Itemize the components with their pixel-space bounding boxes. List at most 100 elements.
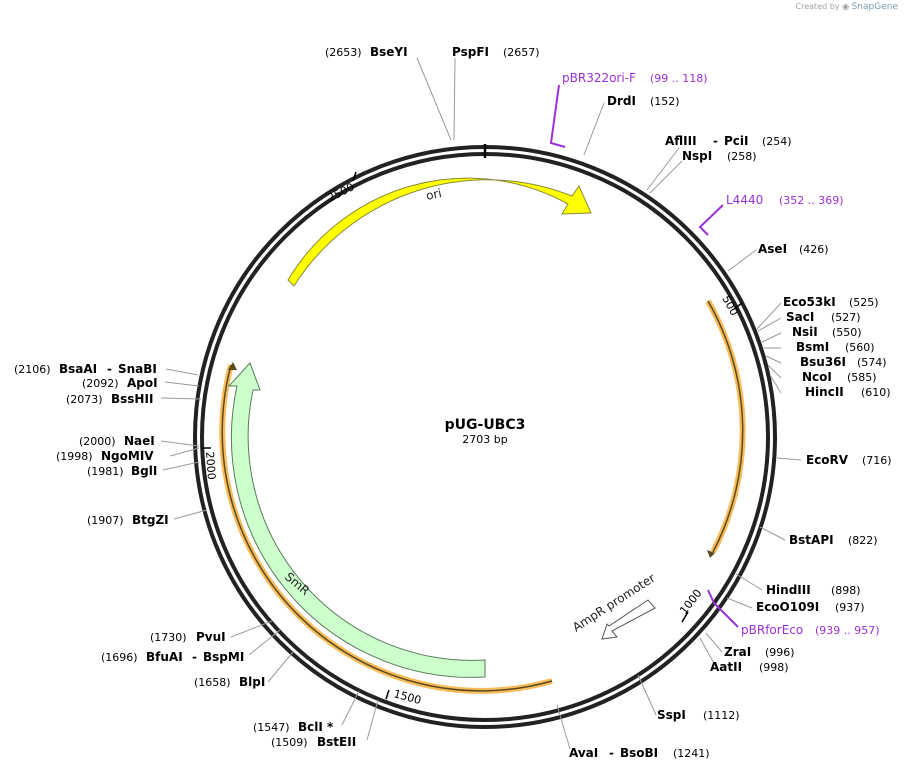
svg-text:ApoI: ApoI [127,376,158,390]
svg-text:(1696): (1696) [101,651,138,664]
svg-text:(585): (585) [847,371,877,384]
site-zrai: ZraI(996) [724,645,795,659]
svg-text:L4440: L4440 [726,193,763,207]
svg-text:(610): (610) [861,386,891,399]
svg-text:BspMI: BspMI [203,650,244,664]
svg-text:SacI: SacI [786,310,814,324]
svg-text:BtgZI: BtgZI [132,513,169,527]
svg-text:(2653): (2653) [325,46,362,59]
svg-text:-: - [713,134,718,148]
svg-text:(574): (574) [857,356,887,369]
svg-text:(99 .. 118): (99 .. 118) [650,72,708,85]
tick-2000: 2000 [203,451,218,480]
svg-text:(254): (254) [762,135,792,148]
svg-text:(1547): (1547) [253,721,290,734]
site-nspi: NspI(258) [682,149,757,163]
svg-text:(998): (998) [759,661,789,674]
site-btgzi: (1907) BtgZI [87,513,169,527]
site-bcli: (1547) BclI * [253,720,334,734]
snapgene-credit: Created by ◉ SnapGene [795,2,899,12]
site-blpi: (1658) BlpI [194,675,265,689]
svg-text:(560): (560) [845,341,875,354]
svg-text:AvaI: AvaI [569,746,598,760]
svg-text:(1998): (1998) [56,450,93,463]
svg-text:BsaAI: BsaAI [59,362,97,376]
orange-feature-left-head [228,362,237,370]
leader-lines [160,57,802,750]
svg-text:(898): (898) [831,584,861,597]
svg-text:(527): (527) [831,311,861,324]
svg-text:BclI *: BclI * [298,720,334,734]
svg-text:EcoO109I: EcoO109I [756,600,819,614]
svg-text:PvuI: PvuI [196,630,226,644]
site-bsu36i: Bsu36I (574) [800,355,887,369]
site-naei: (2000)NaeI [79,434,155,448]
svg-text:AatII: AatII [710,660,742,674]
svg-text:(1658): (1658) [194,676,231,689]
svg-text:(937): (937) [835,601,865,614]
site-bsshii: (2073)BssHII [66,392,153,406]
svg-text:HincII: HincII [805,385,844,399]
svg-text:(716): (716) [862,454,892,467]
svg-text:DrdI: DrdI [607,94,636,108]
svg-text:HindIII: HindIII [766,583,811,597]
site-saci: SacI (527) [786,310,861,324]
svg-text:(1112): (1112) [703,709,740,722]
site-ncoi: NcoI (585) [802,370,877,384]
primer-pbr322ori-f: pBR322ori-F (99 .. 118) [549,71,708,148]
svg-text:PspFI: PspFI [452,45,489,59]
snapgene-logo-icon: ◉ [842,2,850,11]
svg-text:BssHII: BssHII [111,392,153,406]
ampr-promoter-feature [601,599,656,640]
primer-l4440: L4440 (352 .. 369) [698,193,844,236]
svg-text:(525): (525) [849,296,879,309]
orange-feature-left-line [221,364,553,692]
svg-text:(426): (426) [799,243,829,256]
site-drdi: DrdI(152) [607,94,680,108]
svg-text:-: - [107,362,112,376]
svg-text:BglI: BglI [131,464,157,478]
site-aatii: AatII (998) [710,660,789,674]
site-bstapi: BstAPI (822) [789,533,878,547]
site-apoi: (2092)ApoI [82,376,158,390]
svg-text:(822): (822) [848,534,878,547]
svg-text:EcoRV: EcoRV [806,453,849,467]
tick-1000: 1000 [677,587,704,617]
site-asei: AseI(426) [758,242,829,256]
svg-text:SspI: SspI [657,708,686,722]
orange-feature-right-head [707,550,715,558]
svg-text:BlpI: BlpI [239,675,265,689]
orange-feature-right-line [707,300,744,553]
site-eco0109i: EcoO109I (937) [756,600,865,614]
svg-text:BseYI: BseYI [370,45,408,59]
svg-text:BstAPI: BstAPI [789,533,834,547]
primer-pbrforeco: pBRforEco (939 .. 957) [707,589,880,637]
site-eco53ki: Eco53kI(525) [783,295,879,309]
site-pvui: (1730)PvuI [150,630,226,644]
site-ecorv: EcoRV (716) [806,453,892,467]
site-bsteii: (1509)BstEII [271,735,356,749]
svg-text:Bsu36I: Bsu36I [800,355,846,369]
svg-text:-: - [192,650,197,664]
smr-feature [227,362,486,678]
svg-text:(2657): (2657) [503,46,540,59]
svg-text:NsiI: NsiI [792,325,818,339]
site-afliii-pcii: AflIII-PciI(254) [665,134,792,148]
site-bgli: (1981)BglI [87,464,157,478]
svg-text:(1907): (1907) [87,514,124,527]
svg-text:(2106): (2106) [14,363,51,376]
svg-text:(1241): (1241) [673,747,710,760]
svg-text:BsmI: BsmI [796,340,829,354]
svg-text:NcoI: NcoI [802,370,832,384]
site-pspfi: PspFI (2657) [452,45,540,59]
svg-text:NaeI: NaeI [124,434,155,448]
site-hincii: HincII (610) [805,385,891,399]
svg-text:pBRforEco: pBRforEco [741,623,803,637]
svg-text:(550): (550) [832,326,862,339]
plasmid-length: 2703 bp [462,433,507,446]
site-ngomiv: (1998)NgoMIV [56,449,154,463]
site-bseyi: (2653) BseYI [325,45,408,59]
svg-text:BfuAI: BfuAI [146,650,183,664]
svg-text:(996): (996) [765,646,795,659]
plasmid-name: pUG-UBC3 [445,417,526,433]
